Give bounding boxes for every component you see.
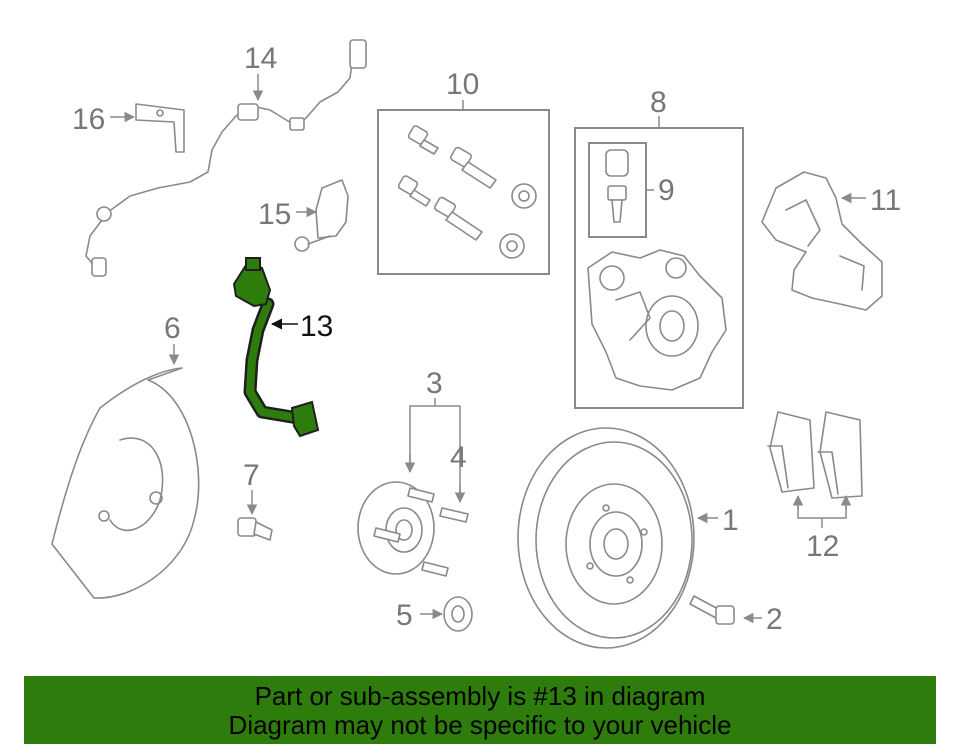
callout-14: 14 — [244, 42, 277, 75]
callout-1: 1 — [722, 504, 739, 537]
callout-4: 4 — [450, 441, 467, 474]
callout-7: 7 — [243, 459, 260, 492]
callout-5: 5 — [396, 599, 413, 632]
hub-assembly[interactable] — [357, 481, 469, 577]
harness-bracket[interactable] — [135, 103, 185, 153]
callout-11: 11 — [870, 184, 901, 217]
callout-6: 6 — [164, 312, 181, 345]
callout-10: 10 — [446, 68, 479, 101]
abs-sensor-harness[interactable] — [85, 39, 367, 277]
bolt-kit[interactable] — [397, 125, 537, 259]
brake-caliper[interactable] — [587, 249, 727, 391]
harness-clip[interactable] — [294, 179, 349, 252]
hub-nut[interactable] — [443, 596, 473, 632]
caliper-bolt[interactable] — [689, 595, 735, 625]
caliper-bracket[interactable] — [761, 171, 883, 311]
callout-12: 12 — [806, 530, 839, 563]
callout-3: 3 — [426, 367, 443, 400]
shield-bolt[interactable] — [237, 517, 273, 541]
brake-rotor[interactable] — [517, 427, 695, 649]
dust-shield[interactable] — [51, 367, 200, 599]
callout-13: 13 — [300, 310, 333, 343]
callout-16: 16 — [72, 103, 105, 136]
callout-8: 8 — [650, 86, 667, 119]
brake-pads[interactable] — [767, 411, 863, 499]
bleeder-kit[interactable] — [605, 149, 629, 223]
callout-2: 2 — [766, 603, 783, 636]
brake-hose-highlighted[interactable] — [232, 257, 320, 438]
leader-lines — [110, 74, 866, 624]
banner-line-1: Part or sub-assembly is #13 in diagram — [254, 681, 706, 711]
parts-diagram: 1 2 3 4 5 6 7 8 9 10 11 12 13 14 15 16 — [51, 39, 901, 649]
callout-15: 15 — [258, 198, 291, 231]
info-banner: Part or sub-assembly is #13 in diagram D… — [24, 676, 936, 744]
banner-line-2: Diagram may not be specific to your vehi… — [228, 710, 732, 740]
callout-9: 9 — [658, 174, 675, 207]
